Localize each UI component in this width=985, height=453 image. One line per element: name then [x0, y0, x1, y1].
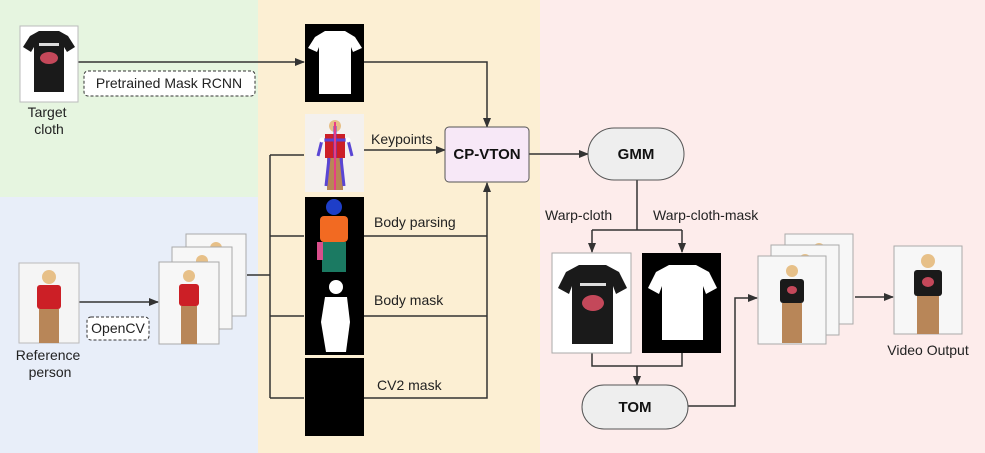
- input-frame-front: [158, 261, 220, 345]
- reference-person-label-line2: person: [29, 364, 72, 380]
- panel-try-on: [540, 0, 985, 453]
- cv2-mask-image: [305, 358, 364, 436]
- body-parsing-image: [305, 197, 364, 275]
- input-frames-stack: [158, 233, 247, 345]
- keypoints-label: Keypoints: [371, 131, 432, 147]
- pretrained-mask-rcnn-box: [83, 70, 256, 97]
- target-cloth-label-line2: cloth: [34, 121, 64, 137]
- warp-cloth-mask-label: Warp-cloth-mask: [653, 207, 759, 223]
- gmm-node: [587, 127, 685, 181]
- cv2-mask-label: CV2 mask: [377, 377, 443, 393]
- target-cloth-label-line1: Target: [28, 104, 67, 120]
- reference-person-label-line1: Reference: [16, 347, 81, 363]
- pretrained-mask-rcnn-label: Pretrained Mask RCNN: [96, 75, 242, 91]
- cpvton-node: [444, 126, 530, 183]
- warp-cloth-label: Warp-cloth: [545, 207, 612, 223]
- cpvton-label: CP-VTON: [453, 146, 520, 163]
- target-cloth-image: [19, 25, 79, 103]
- edge-tom-to-frames: [688, 294, 758, 407]
- output-frame-front: [757, 255, 827, 345]
- video-output-label: Video Output: [887, 342, 969, 358]
- edge-cv2-to-cpvton: [364, 182, 491, 399]
- gmm-label: GMM: [618, 146, 655, 163]
- warp-cloth-image: [551, 252, 632, 354]
- reference-person-label: Reference person: [16, 347, 84, 380]
- output-frames-stack: [757, 233, 854, 345]
- tom-node: [581, 384, 689, 430]
- body-mask-label: Body mask: [374, 292, 444, 308]
- edges: [78, 58, 894, 407]
- edge-mask-to-cpvton: [364, 61, 491, 128]
- body-mask-image: [305, 275, 364, 355]
- opencv-box: [86, 316, 150, 341]
- video-output-image: [893, 245, 963, 335]
- tom-label: TOM: [618, 399, 651, 416]
- keypoints-image: [305, 114, 364, 192]
- reference-person-image: [18, 262, 80, 344]
- cloth-mask-image: [305, 24, 364, 102]
- target-cloth-label: Target cloth: [28, 104, 71, 137]
- warp-cloth-mask-image: [642, 253, 721, 353]
- opencv-label: OpenCV: [91, 320, 145, 336]
- body-parsing-label: Body parsing: [374, 214, 456, 230]
